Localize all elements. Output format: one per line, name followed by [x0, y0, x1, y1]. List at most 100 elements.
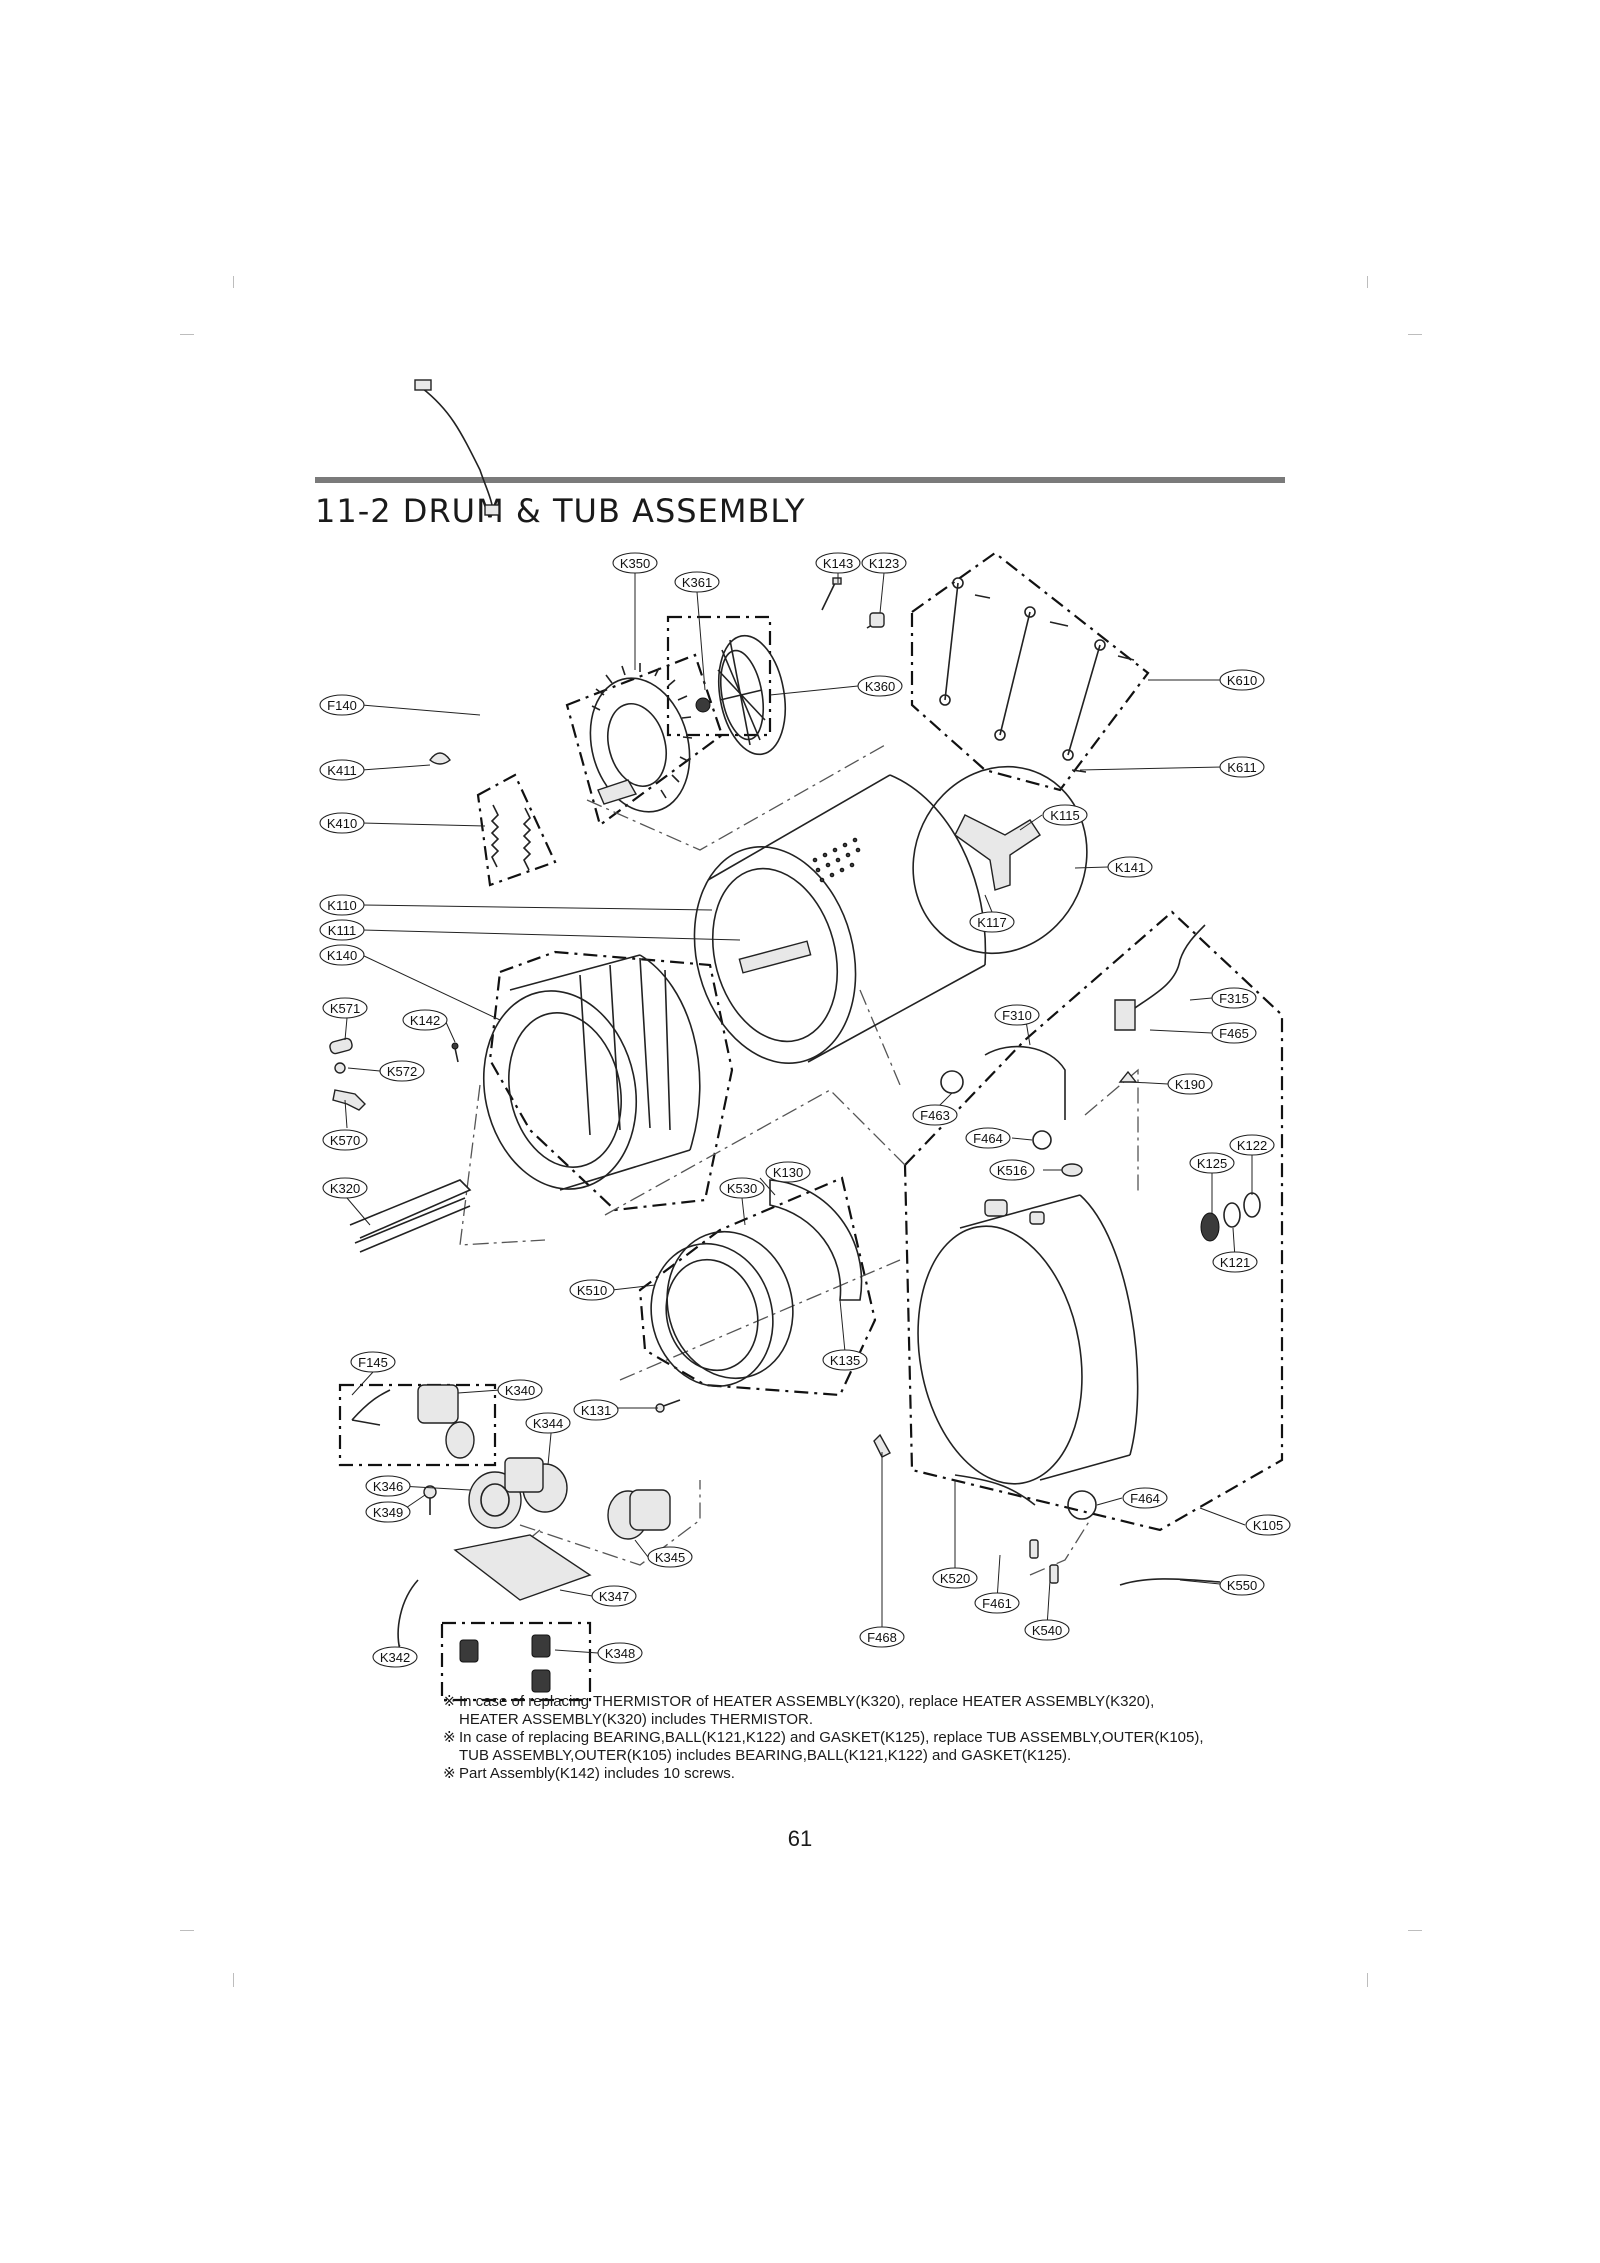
svg-text:K361: K361 — [682, 575, 712, 590]
callout-k611: K611 — [1219, 756, 1265, 778]
stator-hub-part — [695, 697, 711, 713]
callout-k349: K349 — [365, 1501, 411, 1523]
callout-k122: K122 — [1229, 1134, 1275, 1156]
gasket-ring-part — [912, 765, 1088, 955]
section-title: 11-2 DRUM & TUB ASSEMBLY — [315, 492, 806, 530]
svg-text:K135: K135 — [830, 1353, 860, 1368]
svg-text:F145: F145 — [358, 1355, 388, 1370]
svg-text:K105: K105 — [1253, 1518, 1283, 1533]
callout-k142: K142 — [402, 1009, 448, 1031]
svg-text:K530: K530 — [727, 1181, 757, 1196]
svg-text:K348: K348 — [605, 1646, 635, 1661]
k340-group-outline — [338, 1383, 497, 1467]
callout-k130: K130 — [765, 1161, 811, 1183]
callout-f465: F465 — [1211, 1022, 1257, 1044]
connector-part — [1029, 1539, 1039, 1559]
svg-text:K360: K360 — [865, 679, 895, 694]
svg-text:K115: K115 — [1050, 808, 1079, 823]
callout-k520: K520 — [932, 1567, 978, 1589]
svg-text:K111: K111 — [328, 923, 356, 938]
svg-text:K320: K320 — [330, 1181, 360, 1196]
crop-mark — [1408, 334, 1422, 335]
svg-text:K142: K142 — [410, 1013, 440, 1028]
drum-part — [693, 774, 987, 1064]
svg-text:K344: K344 — [533, 1416, 563, 1431]
note-mark: ※ — [443, 1693, 456, 1710]
svg-text:K190: K190 — [1175, 1077, 1205, 1092]
svg-text:F468: F468 — [867, 1630, 897, 1645]
assembly-line — [859, 989, 901, 1086]
svg-text:K347: K347 — [599, 1589, 629, 1604]
crop-mark — [233, 276, 234, 288]
pulley-part — [717, 634, 786, 756]
callout-f145: F145 — [350, 1351, 396, 1373]
svg-text:K410: K410 — [327, 816, 357, 831]
callout-k570: K570 — [322, 1129, 368, 1151]
sensor-wire-part — [1119, 1578, 1221, 1586]
bracket-part — [453, 1534, 592, 1601]
crop-mark — [233, 1973, 234, 1987]
wire-part — [397, 1579, 419, 1651]
k350-group-outline — [565, 653, 724, 827]
callout-k111: K111 — [319, 919, 365, 941]
bearing-part — [1200, 1192, 1261, 1242]
svg-text:K122: K122 — [1237, 1138, 1267, 1153]
svg-text:K130: K130 — [773, 1165, 803, 1180]
filter-part — [607, 1489, 671, 1540]
callout-k340: K340 — [497, 1379, 543, 1401]
clip-part — [429, 752, 451, 765]
crop-mark — [180, 334, 194, 335]
callout-f463: F463 — [912, 1104, 958, 1126]
callout-k344: K344 — [525, 1412, 571, 1434]
callout-f310: F310 — [994, 1004, 1040, 1026]
callout-k550: K550 — [1219, 1574, 1265, 1596]
callout-k342: K342 — [372, 1646, 418, 1668]
callout-k346: K346 — [365, 1475, 411, 1497]
footnote-line: In case of replacing THERMISTOR of HEATE… — [459, 1693, 1155, 1710]
svg-text:F463: F463 — [920, 1108, 950, 1123]
callout-k510: K510 — [569, 1279, 615, 1301]
svg-text:F464: F464 — [1130, 1491, 1160, 1506]
outer-tub-part — [917, 1194, 1139, 1485]
clamp-part — [940, 1070, 964, 1094]
callout-k135: K135 — [822, 1349, 868, 1371]
svg-text:K571: K571 — [330, 1001, 360, 1016]
footnote-line: HEATER ASSEMBLY(K320) includes THERMISTO… — [459, 1711, 814, 1728]
svg-text:K610: K610 — [1227, 673, 1257, 688]
wire-harness-part — [414, 379, 500, 516]
svg-text:K516: K516 — [997, 1163, 1027, 1178]
svg-text:K121: K121 — [1220, 1255, 1250, 1270]
callout-k115: K115 — [1042, 804, 1088, 826]
svg-text:K550: K550 — [1227, 1578, 1257, 1593]
callout-k143: K143 — [815, 552, 861, 574]
footnote: ※ In case of replacing BEARING,BALL(K121… — [443, 1729, 1293, 1765]
crop-mark — [1367, 1973, 1368, 1987]
bolt-part — [821, 577, 885, 629]
callout-k110: K110 — [319, 894, 365, 916]
k105-group-outline — [903, 910, 1284, 1532]
door-gasket-part — [650, 1230, 794, 1388]
svg-text:K340: K340 — [505, 1383, 535, 1398]
svg-text:F310: F310 — [1002, 1008, 1032, 1023]
callout-f315: F315 — [1211, 987, 1257, 1009]
callout-k360: K360 — [857, 675, 903, 697]
callout-k411: K411 — [319, 759, 365, 781]
svg-text:K117: K117 — [977, 915, 1006, 930]
svg-text:K346: K346 — [373, 1479, 403, 1494]
crop-mark — [1408, 1930, 1422, 1931]
section-header-rule — [315, 477, 1285, 483]
assembly-line — [604, 1089, 906, 1216]
nut-part — [334, 1062, 346, 1074]
k360-group-outline — [666, 615, 772, 737]
callout-bubbles: K350 K361 K143 K123 K360 K610 K611 F140 … — [319, 552, 1291, 1668]
svg-text:K411: K411 — [327, 763, 356, 778]
svg-text:F465: F465 — [1219, 1026, 1249, 1041]
clamp-part — [1067, 1490, 1097, 1520]
svg-text:K520: K520 — [940, 1571, 970, 1586]
foot-part — [459, 1634, 551, 1693]
svg-text:K140: K140 — [327, 948, 357, 963]
callout-k410: K410 — [319, 812, 365, 834]
callout-f461: F461 — [974, 1592, 1020, 1614]
footnote-line: In case of replacing BEARING,BALL(K121,K… — [459, 1729, 1204, 1746]
svg-text:K540: K540 — [1032, 1623, 1062, 1638]
